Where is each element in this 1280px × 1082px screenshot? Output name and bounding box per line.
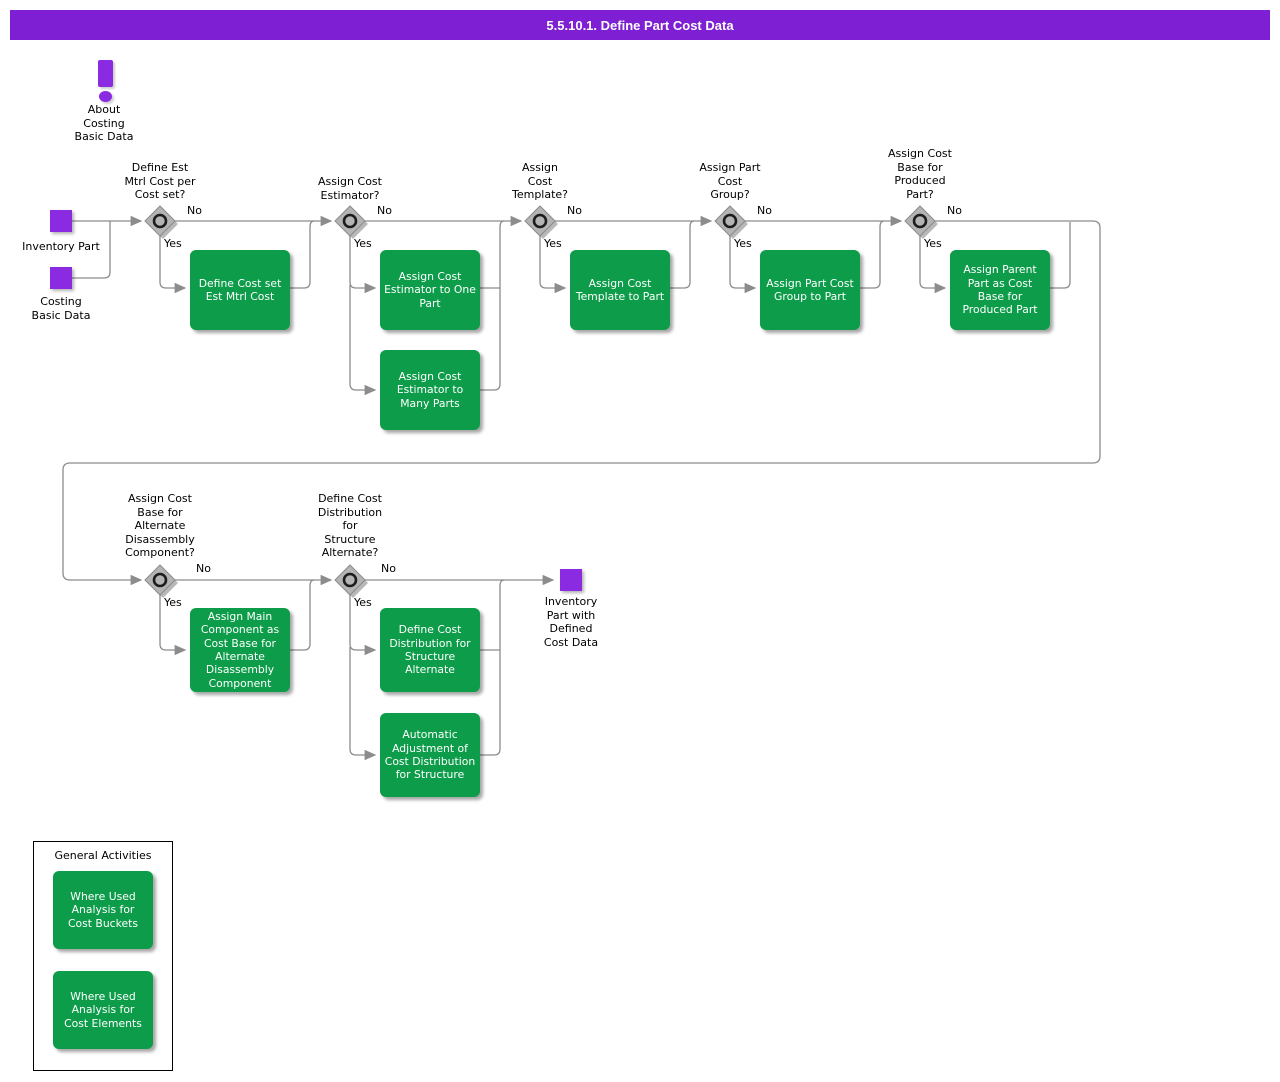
activity-assign-cost-estimator-one-part[interactable]: Assign Cost Estimator to One Part	[380, 250, 480, 330]
end-node-inventory-part-defined-cost-data[interactable]	[560, 569, 582, 591]
decision-diamond-assign-part-cost-group	[714, 205, 748, 239]
start-node-inventory-part[interactable]	[50, 210, 72, 232]
branch-no-label: No	[187, 204, 202, 217]
branch-yes-label: Yes	[734, 237, 752, 250]
decision-label-assign-cost-estimator: Assign Cost Estimator?	[318, 175, 382, 202]
decision-label-assign-cost-template: Assign Cost Template?	[511, 161, 569, 201]
activity-where-used-analysis-cost-buckets[interactable]: Where Used Analysis for Cost Buckets	[53, 871, 153, 949]
decision-gateways	[144, 205, 938, 598]
activity-assign-cost-estimator-many-parts[interactable]: Assign Cost Estimator to Many Parts	[380, 350, 480, 430]
exclamation-icon-dot[interactable]	[99, 91, 112, 102]
branch-yes-label: Yes	[354, 596, 372, 609]
page-title: 5.5.10.1. Define Part Cost Data	[546, 17, 734, 33]
general-activities-panel: General Activities Where Used Analysis f…	[33, 841, 173, 1071]
branch-yes-label: Yes	[164, 237, 182, 250]
title-bar: 5.5.10.1. Define Part Cost Data	[10, 10, 1270, 40]
branch-no-label: No	[567, 204, 582, 217]
decision-label-assign-cost-base-alternate: Assign Cost Base for Alternate Disassemb…	[125, 492, 195, 559]
branch-no-label: No	[947, 204, 962, 217]
branch-yes-label: Yes	[924, 237, 942, 250]
decision-label-define-est-mtrl-cost: Define Est Mtrl Cost per Cost set?	[124, 161, 196, 201]
activity-assign-cost-template-to-part[interactable]: Assign Cost Template to Part	[570, 250, 670, 330]
about-notice-label: About Costing Basic Data	[74, 103, 134, 143]
activity-define-cost-distribution-structure-alternate[interactable]: Define Cost Distribution for Structure A…	[380, 608, 480, 692]
branch-yes-label: Yes	[544, 237, 562, 250]
branch-no-label: No	[377, 204, 392, 217]
start-node-inventory-part-label: Inventory Part	[22, 240, 100, 253]
branch-yes-label: Yes	[164, 596, 182, 609]
branch-no-label: No	[757, 204, 772, 217]
activity-assign-main-component-cost-base[interactable]: Assign Main Component as Cost Base for A…	[190, 608, 290, 692]
decision-diamond-assign-cost-estimator	[334, 205, 368, 239]
general-activities-title: General Activities	[54, 849, 152, 862]
activity-assign-part-cost-group-to-part[interactable]: Assign Part Cost Group to Part	[760, 250, 860, 330]
decision-label-assign-part-cost-group: Assign Part Cost Group?	[699, 161, 761, 201]
activity-where-used-analysis-cost-elements[interactable]: Where Used Analysis for Cost Elements	[53, 971, 153, 1049]
decision-diamond-define-cost-distribution	[334, 564, 368, 598]
decision-label-assign-cost-base-produced: Assign Cost Base for Produced Part?	[888, 147, 952, 201]
branch-no-label: No	[381, 562, 396, 575]
start-node-costing-basic-data[interactable]	[50, 267, 72, 289]
branch-yes-label: Yes	[354, 237, 372, 250]
end-node-label: Inventory Part with Defined Cost Data	[543, 595, 599, 649]
activity-assign-parent-part-cost-base[interactable]: Assign Parent Part as Cost Base for Prod…	[950, 250, 1050, 330]
decision-label-define-cost-distribution: Define Cost Distribution for Structure A…	[317, 492, 383, 559]
decision-diamond-assign-cost-template	[524, 205, 558, 239]
exclamation-icon[interactable]	[98, 60, 113, 87]
activity-define-cost-set-est-mtrl-cost[interactable]: Define Cost set Est Mtrl Cost	[190, 250, 290, 330]
branch-no-label: No	[196, 562, 211, 575]
start-node-costing-basic-data-label: Costing Basic Data	[31, 295, 91, 322]
activity-automatic-adjustment-cost-distribution[interactable]: Automatic Adjustment of Cost Distributio…	[380, 713, 480, 797]
decision-diamond-assign-cost-base-alternate	[144, 564, 178, 598]
decision-diamond-define-est-mtrl-cost	[144, 205, 178, 239]
decision-diamond-assign-cost-base-produced	[904, 205, 938, 239]
